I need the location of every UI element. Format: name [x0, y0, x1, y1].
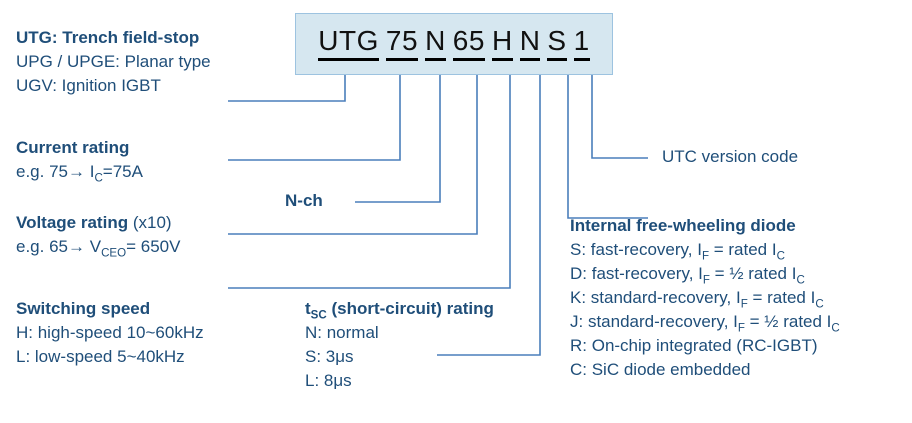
internal-diode-block: Internal free-wheeling diode S: fast-rec… — [570, 214, 840, 382]
tsc-option-normal: N: normal — [305, 323, 379, 342]
switching-speed-block: Switching speed H: high-speed 10~60kHz L… — [16, 297, 204, 369]
tsc-heading-suffix: (short-circuit) rating — [331, 299, 494, 318]
diode-option-j-code: J: standard-recovery, I — [570, 312, 738, 331]
diode-option-s-sub2: C — [776, 250, 785, 263]
leader-switching — [228, 75, 511, 289]
diode-option-s-mid: = rated I — [709, 240, 777, 259]
leader-diode — [567, 75, 648, 219]
family-line-planar: UPG / UPGE: Planar type — [16, 52, 211, 71]
diode-option-j-sub2: C — [831, 322, 840, 335]
current-rating-block: Current rating e.g. 75→ IC=75A — [16, 136, 143, 184]
pn-segment-version: 1 — [573, 27, 590, 61]
diode-option-r: R: On-chip integrated (RC-IGBT) — [570, 336, 818, 355]
short-circuit-heading: tSC (short-circuit) rating — [305, 297, 494, 321]
voltage-heading-multiplier: (x10) — [132, 213, 172, 232]
leader-nch — [355, 75, 441, 203]
diode-option-d-sub2: C — [796, 274, 805, 287]
switching-speed-heading: Switching speed — [16, 299, 151, 318]
part-number-row: UTG 75 N 65 H N S 1 — [296, 14, 612, 74]
leader-voltage — [228, 75, 478, 235]
voltage-rating-example: e.g. 65→ VCEO= 650V — [16, 235, 180, 259]
diode-option-s: S: fast-recovery, IF = rated IC — [570, 238, 840, 262]
part-number-box: UTG 75 N 65 H N S 1 — [295, 13, 613, 75]
current-example-suffix: =75A — [102, 162, 143, 181]
utc-version-block: UTC version code — [662, 145, 798, 169]
pn-segment-speed: H — [491, 27, 513, 61]
diode-option-j-mid: = ½ rated I — [744, 312, 832, 331]
pn-segment-family: UTG — [318, 27, 379, 61]
diode-option-d-mid: = ½ rated I — [709, 264, 797, 283]
diode-option-s-code: S: fast-recovery, I — [570, 240, 702, 259]
tsc-option-8us: L: 8μs — [305, 371, 352, 390]
channel-block: N-ch — [285, 189, 323, 213]
tsc-option-3us: S: 3μs — [305, 347, 354, 366]
voltage-example-prefix: e.g. 65→ V — [16, 237, 102, 256]
tsc-heading-subscript: SC — [310, 309, 327, 322]
voltage-rating-block: Voltage rating (x10) e.g. 65→ VCEO= 650V — [16, 211, 180, 259]
channel-label: N-ch — [285, 191, 323, 210]
switching-speed-low: L: low-speed 5~40kHz — [16, 347, 185, 366]
family-line-ignition: UGV: Ignition IGBT — [16, 76, 161, 95]
leader-tsc — [437, 75, 541, 356]
family-block: UTG: Trench field-stop UPG / UPGE: Plana… — [16, 26, 211, 98]
short-circuit-rating-block: tSC (short-circuit) rating N: normal S: … — [305, 297, 494, 393]
diode-option-d: D: fast-recovery, IF = ½ rated IC — [570, 262, 840, 286]
diode-option-d-code: D: fast-recovery, I — [570, 264, 703, 283]
diode-option-c: C: SiC diode embedded — [570, 360, 751, 379]
diode-option-d-sub1: F — [702, 274, 710, 287]
internal-diode-heading: Internal free-wheeling diode — [570, 216, 796, 235]
tsc-heading-prefix: t — [305, 299, 311, 318]
diode-option-k-sub1: F — [740, 298, 748, 311]
diode-option-k-code: K: standard-recovery, I — [570, 288, 741, 307]
current-example-subscript: C — [94, 172, 103, 185]
current-example-prefix: e.g. 75→ I — [16, 162, 95, 181]
pn-segment-tsc: N — [519, 27, 541, 61]
pn-segment-current: 75 — [385, 27, 419, 61]
pn-segment-diode: S — [547, 27, 567, 61]
voltage-heading-bold: Voltage rating — [16, 213, 129, 232]
diode-option-s-sub1: F — [701, 250, 710, 263]
leader-current — [228, 75, 401, 161]
voltage-rating-heading: Voltage rating (x10) — [16, 211, 180, 235]
voltage-example-subscript: CEO — [101, 247, 127, 260]
current-rating-heading: Current rating — [16, 138, 130, 157]
diode-option-j-sub1: F — [737, 322, 745, 335]
diode-option-k-sub2: C — [815, 298, 824, 311]
leader-family — [228, 75, 346, 102]
diode-option-k-mid: = rated I — [747, 288, 816, 307]
pn-segment-voltage: 65 — [452, 27, 485, 61]
diode-option-j: J: standard-recovery, IF = ½ rated IC — [570, 310, 840, 334]
voltage-example-suffix: = 650V — [126, 237, 181, 256]
leader-utc — [591, 75, 648, 159]
utc-version-label: UTC version code — [662, 147, 799, 166]
switching-speed-high: H: high-speed 10~60kHz — [16, 323, 204, 342]
pn-segment-channel: N — [425, 27, 446, 61]
diode-option-k: K: standard-recovery, IF = rated IC — [570, 286, 840, 310]
family-heading: UTG: Trench field-stop — [16, 28, 200, 47]
current-rating-example: e.g. 75→ IC=75A — [16, 160, 143, 184]
